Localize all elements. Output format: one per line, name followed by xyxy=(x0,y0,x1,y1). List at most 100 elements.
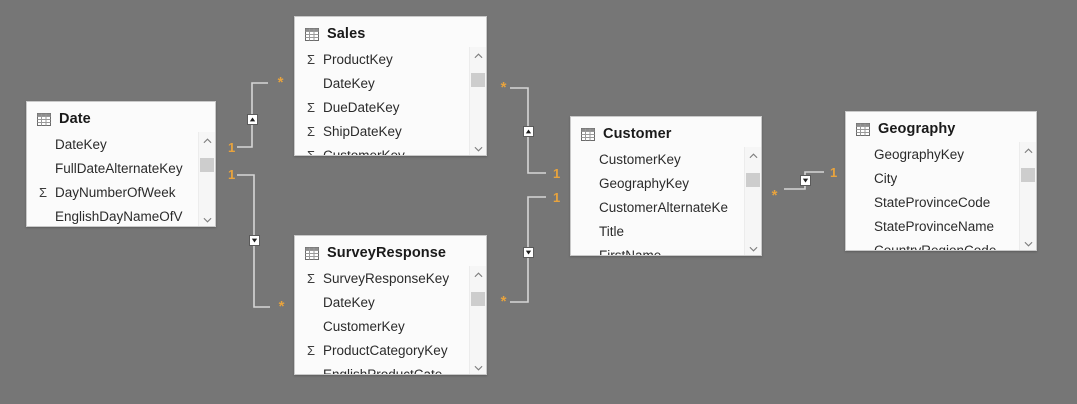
field-name: SurveyResponseKey xyxy=(323,270,450,286)
scroll-down-icon[interactable] xyxy=(745,240,761,255)
field-row[interactable]: ΣCity xyxy=(846,166,1019,190)
field-area-date: ΣDateKeyΣFullDateAlternateKeyΣ DayNumberO… xyxy=(27,132,215,226)
cardinality-one-sales-customer: 1 xyxy=(553,166,561,181)
field-row[interactable]: ΣFirstName xyxy=(571,243,744,256)
table-card-customer[interactable]: CustomerΣCustomerKeyΣGeographyKeyΣCustom… xyxy=(570,116,762,256)
cardinality-one-date-sales: 1 xyxy=(228,140,236,155)
sigma-icon: Σ xyxy=(307,99,316,115)
cardinality-one-customer-geography: 1 xyxy=(830,165,838,180)
field-row[interactable]: Σ ProductCategoryKey xyxy=(295,338,469,362)
scroll-down-icon[interactable] xyxy=(199,211,215,226)
field-row[interactable]: ΣStateProvinceName xyxy=(846,214,1019,238)
field-name: GeographyKey xyxy=(874,146,965,162)
cross-filter-arrow-icon-customer-geography[interactable] xyxy=(800,175,811,186)
field-name: FirstName xyxy=(599,247,662,256)
field-list: ΣGeographyKeyΣCityΣStateProvinceCodeΣSta… xyxy=(846,142,1019,251)
sigma-icon: Σ xyxy=(39,184,48,200)
field-row[interactable]: ΣEnglishDayNameOfV xyxy=(27,204,198,226)
field-row[interactable]: ΣCustomerAlternateKe xyxy=(571,195,744,219)
vertical-scrollbar[interactable] xyxy=(1019,142,1036,250)
field-row[interactable]: ΣGeographyKey xyxy=(846,142,1019,166)
field-row[interactable]: ΣDateKey xyxy=(295,290,469,314)
scrollbar-thumb[interactable] xyxy=(200,158,214,172)
field-name: DayNumberOfWeek xyxy=(55,184,176,200)
field-name: CustomerKey xyxy=(323,147,405,156)
vertical-scrollbar[interactable] xyxy=(469,47,486,155)
table-title: Geography xyxy=(878,121,956,137)
field-row[interactable]: ΣStateProvinceCode xyxy=(846,190,1019,214)
field-area-sales: ΣProductKeyΣDateKeyΣDueDateKeyΣShipDateK… xyxy=(295,47,486,156)
scroll-down-icon[interactable] xyxy=(470,140,486,155)
field-name: FullDateAlternateKey xyxy=(55,160,183,176)
sigma-icon: Σ xyxy=(307,123,316,139)
scrollbar-thumb[interactable] xyxy=(1021,168,1035,182)
cardinality-many-date-sales: * xyxy=(277,74,284,91)
field-name: DateKey xyxy=(55,136,107,152)
scroll-up-icon[interactable] xyxy=(1020,142,1036,159)
field-row[interactable]: Σ ShipDateKey xyxy=(295,119,469,143)
field-row[interactable]: ΣTitle xyxy=(571,219,744,243)
field-list: ΣDateKeyΣFullDateAlternateKeyΣ DayNumberO… xyxy=(27,132,198,226)
vertical-scrollbar[interactable] xyxy=(744,147,761,255)
field-name: City xyxy=(874,170,898,186)
sigma-icon: Σ xyxy=(307,342,316,358)
table-header-surveyresponse[interactable]: SurveyResponse xyxy=(295,236,486,266)
table-title: SurveyResponse xyxy=(327,245,447,261)
field-row[interactable]: ΣCountryRegionCode xyxy=(846,238,1019,251)
field-name: DateKey xyxy=(323,75,375,91)
field-row[interactable]: Σ SurveyResponseKey xyxy=(295,266,469,290)
table-icon xyxy=(305,246,319,260)
cross-filter-arrow-icon-surveyresponse-customer[interactable] xyxy=(523,247,534,258)
field-name: ProductCategoryKey xyxy=(323,342,448,358)
cross-filter-arrow-icon-sales-customer[interactable] xyxy=(523,126,534,137)
scrollbar-thumb[interactable] xyxy=(746,173,760,187)
vertical-scrollbar[interactable] xyxy=(198,132,215,226)
field-name: Title xyxy=(599,223,625,239)
scroll-up-icon[interactable] xyxy=(470,47,486,64)
cross-filter-arrow-icon-date-sales[interactable] xyxy=(247,114,258,125)
table-card-geography[interactable]: GeographyΣGeographyKeyΣCityΣStateProvinc… xyxy=(845,111,1037,251)
field-row[interactable]: ΣEnglishProductCate xyxy=(295,362,469,375)
field-row[interactable]: ΣDateKey xyxy=(295,71,469,95)
scroll-up-icon[interactable] xyxy=(470,266,486,283)
scroll-down-icon[interactable] xyxy=(1020,235,1036,250)
table-card-date[interactable]: DateΣDateKeyΣFullDateAlternateKeyΣ DayNum… xyxy=(26,101,216,227)
table-header-geography[interactable]: Geography xyxy=(846,112,1036,142)
vertical-scrollbar[interactable] xyxy=(469,266,486,374)
field-name: CustomerKey xyxy=(599,151,681,167)
field-list: ΣSurveyResponseKeyΣDateKeyΣCustomerKeyΣP… xyxy=(295,266,469,375)
table-header-customer[interactable]: Customer xyxy=(571,117,761,147)
cardinality-many-customer-geography: * xyxy=(771,187,778,204)
scrollbar-thumb[interactable] xyxy=(471,292,485,306)
field-name: CountryRegionCode xyxy=(874,242,997,251)
table-icon xyxy=(37,112,51,126)
sigma-icon: Σ xyxy=(307,51,316,67)
field-row[interactable]: ΣGeographyKey xyxy=(571,171,744,195)
scroll-down-icon[interactable] xyxy=(470,359,486,374)
field-name: GeographyKey xyxy=(599,175,690,191)
table-title: Sales xyxy=(327,26,366,42)
field-name: EnglishProductCate xyxy=(323,366,443,375)
table-header-sales[interactable]: Sales xyxy=(295,17,486,47)
table-title: Customer xyxy=(603,126,672,142)
sigma-icon: Σ xyxy=(307,270,316,286)
table-icon xyxy=(581,127,595,141)
scroll-up-icon[interactable] xyxy=(199,132,215,149)
cross-filter-arrow-icon-date-surveyresponse[interactable] xyxy=(249,235,260,246)
table-card-sales[interactable]: SalesΣProductKeyΣDateKeyΣDueDateKeyΣShip… xyxy=(294,16,487,156)
table-header-date[interactable]: Date xyxy=(27,102,215,132)
field-name: ShipDateKey xyxy=(323,123,402,139)
field-row[interactable]: ΣDateKey xyxy=(27,132,198,156)
cardinality-one-surveyresponse-customer: 1 xyxy=(553,190,561,205)
scrollbar-thumb[interactable] xyxy=(471,73,485,87)
field-row[interactable]: Σ DayNumberOfWeek xyxy=(27,180,198,204)
field-row[interactable]: ΣFullDateAlternateKey xyxy=(27,156,198,180)
scroll-up-icon[interactable] xyxy=(745,147,761,164)
